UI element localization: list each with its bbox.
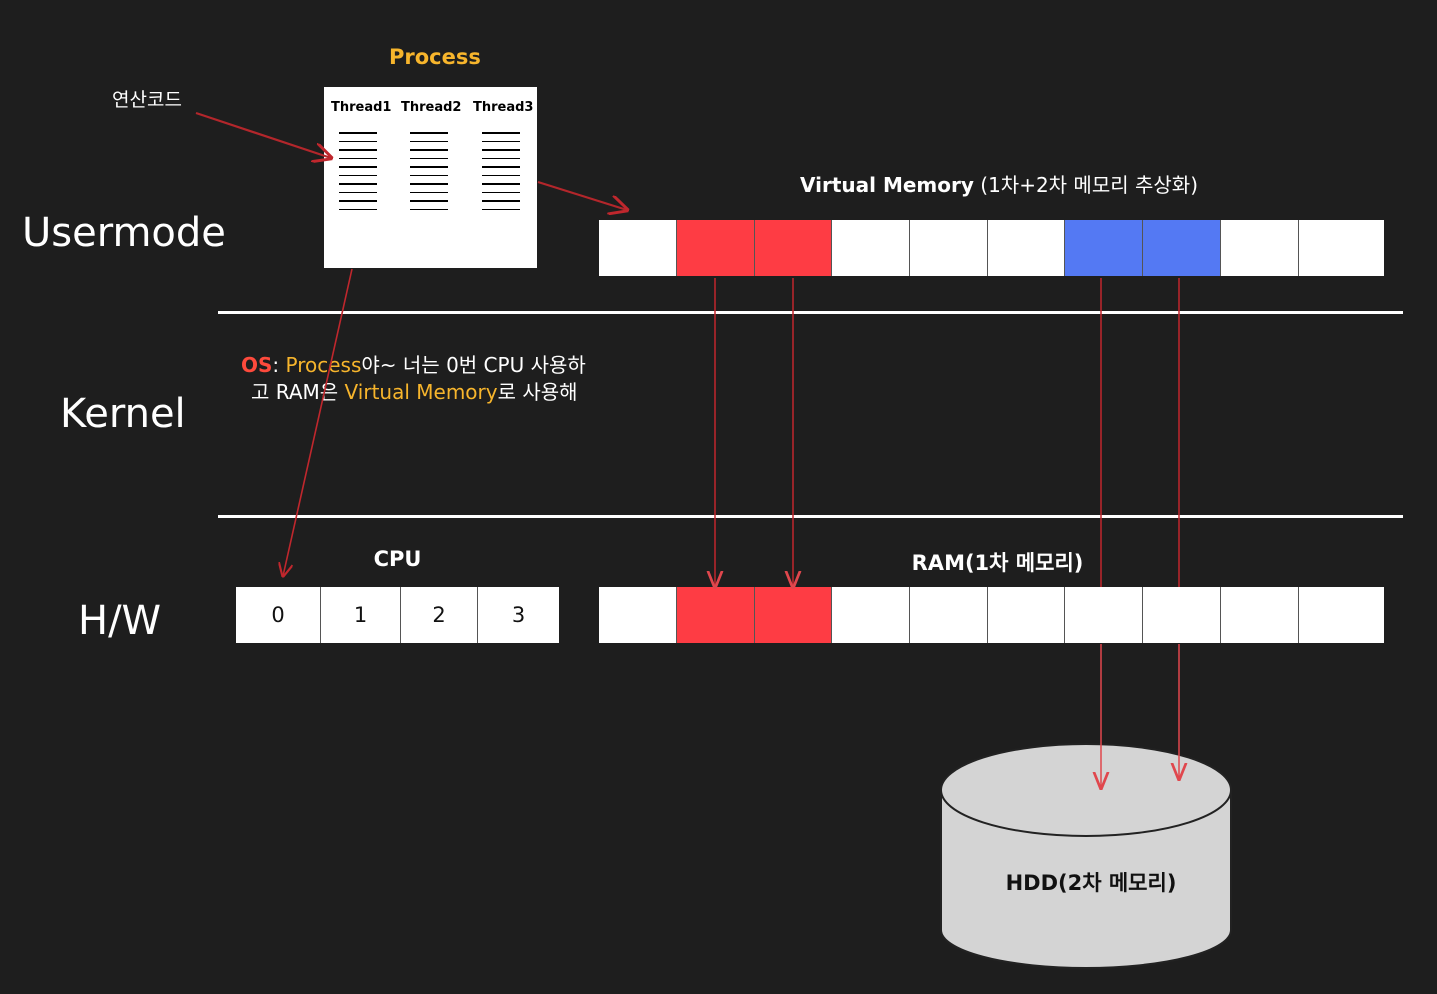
ram-cell-7 [1142,587,1220,643]
virtual-memory-cell-4 [909,220,987,276]
virtual-memory-cell-2 [754,220,831,276]
hw-label: H/W [78,598,162,644]
ram-cell-1 [676,587,754,643]
cpu-core-0: 0 [236,587,320,643]
cpu-core-2: 2 [400,587,477,643]
ram-cell-5 [987,587,1064,643]
virtual-memory-title-rest: (1차+2차 메모리 추상화) [973,173,1198,197]
cpu-title: CPU [373,547,422,571]
cpu-row: 0 1 2 3 [236,587,559,643]
os-colon: : [272,353,286,377]
virtual-memory-cell-7 [1142,220,1220,276]
ram-title: RAM(1차 메모리) [911,551,1084,575]
virtual-memory-cell-5 [987,220,1064,276]
virtual-memory-cell-9 [1298,220,1384,276]
os-label: OS [241,353,273,377]
hdd-label: HDD(2차 메모리) [1005,871,1177,895]
virtual-memory-cell-3 [831,220,909,276]
virtual-memory-cell-8 [1220,220,1298,276]
usermode-label: Usermode [22,210,226,256]
ram-cell-6 [1064,587,1142,643]
cpu-core-1: 1 [320,587,400,643]
virtual-memory-title: Virtual Memory (1차+2차 메모리 추상화) [800,169,1198,198]
process-title: Process [389,45,481,69]
opcode-note: 연산코드 [112,89,182,111]
thread-1-code [339,132,377,210]
kernel-hw-divider [218,515,1403,518]
opcode-arrow [195,111,331,158]
os-process-word: Process [285,353,362,377]
os-line2-b: 로 사용해 [497,380,578,404]
hdd-cylinder [940,743,1232,969]
cpu-core-3: 3 [477,587,559,643]
os-message-line-1: OS: Process야~ 너는 0번 CPU 사용하 [241,352,586,379]
ram-cell-4 [909,587,987,643]
ram-cell-9 [1298,587,1384,643]
os-message: OS: Process야~ 너는 0번 CPU 사용하 고 RAM은 Virtu… [241,352,586,406]
os-virtual-memory-word: Virtual Memory [344,380,498,404]
virtual-memory-title-bold: Virtual Memory [800,173,974,197]
kernel-label: Kernel [60,391,186,437]
thread-3-label: Thread3 [473,100,534,115]
thread-2-label: Thread2 [401,100,462,115]
virtual-memory-cell-6 [1064,220,1142,276]
process-box: Thread1 Thread2 Thread3 [324,87,537,268]
ram-cell-3 [831,587,909,643]
ram-cell-0 [599,587,676,643]
ram-cell-8 [1220,587,1298,643]
virtual-memory-cell-1 [676,220,754,276]
thread-1-label: Thread1 [331,100,392,115]
process-to-vm-arrow [537,180,627,210]
usermode-kernel-divider [218,311,1403,314]
virtual-memory-cell-0 [599,220,676,276]
ram-cell-2 [754,587,831,643]
ram-row [599,587,1384,643]
thread-2-code [410,132,448,210]
virtual-memory-row [599,220,1384,276]
os-line1-rest: 야~ 너는 0번 CPU 사용하 [361,353,586,377]
thread-3-code [482,132,520,210]
process-to-cpu-arrow [283,268,353,576]
